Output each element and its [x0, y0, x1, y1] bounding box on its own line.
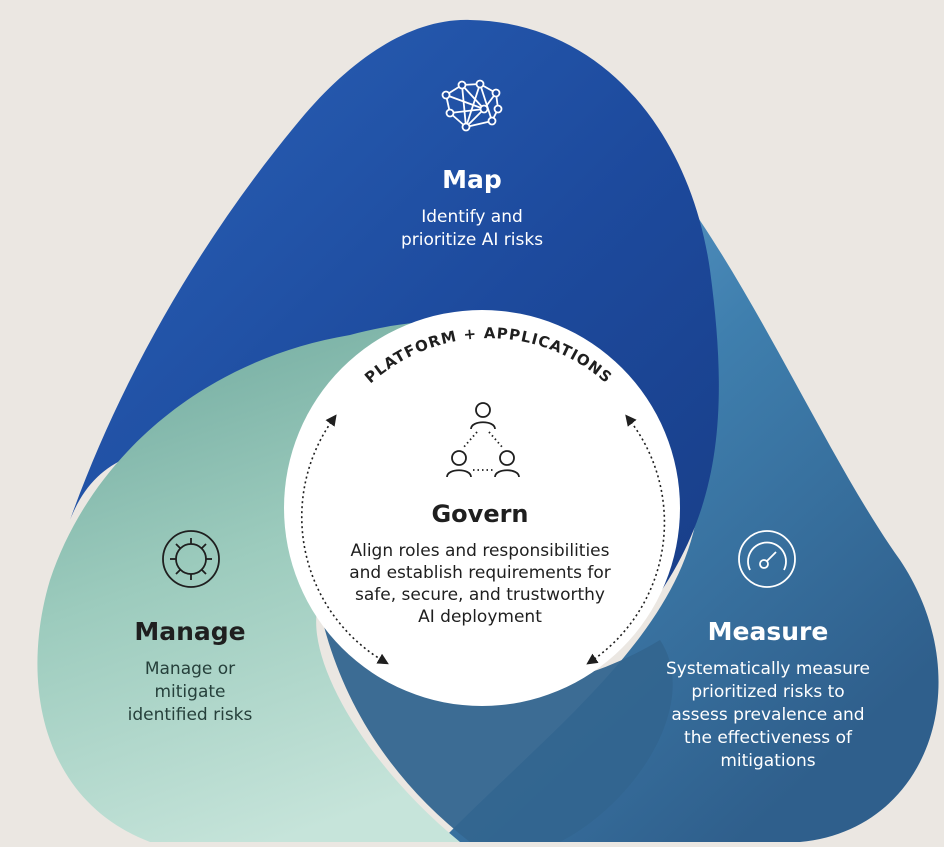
govern-description: Align roles and responsibilities and est…: [330, 540, 630, 628]
govern-description-line: safe, secure, and trustworthy: [355, 585, 605, 605]
map-description: Identify and prioritize AI risks: [372, 206, 572, 252]
govern-description-line: AI deployment: [418, 607, 542, 627]
measure-region: [440, 75, 939, 842]
virus-shield-icon: [162, 530, 220, 588]
govern-description-line: Align roles and responsibilities: [350, 541, 610, 561]
manage-description-line: identified risks: [127, 705, 253, 725]
map-description-line: Identify and: [421, 207, 523, 227]
map-title: Map: [442, 165, 502, 194]
govern-description-line: and establish requirements for: [349, 563, 611, 583]
people-network-icon: [446, 402, 520, 478]
govern-title: Govern: [431, 500, 529, 528]
measure-description: Systematically measure prioritized risks…: [648, 658, 888, 773]
measure-description-line: assess prevalence and: [671, 705, 865, 725]
measure-description-line: mitigations: [720, 751, 816, 771]
measure-sweep: [320, 610, 673, 842]
measure-description-line: prioritized risks to: [691, 682, 845, 702]
left-cycle-arrow: [300, 414, 389, 665]
svg-text:PLATFORM + APPLICATIONS: PLATFORM + APPLICATIONS: [361, 324, 616, 387]
manage-description-line: Manage or: [144, 659, 236, 679]
manage-description-line: mitigate: [154, 682, 226, 702]
map-description-line: prioritize AI risks: [400, 230, 544, 250]
network-graph-icon: [441, 79, 503, 132]
measure-title: Measure: [707, 617, 829, 646]
gauge-icon: [738, 530, 796, 588]
measure-description-line: the effectiveness of: [684, 728, 852, 748]
manage-description: Manage or mitigate identified risks: [100, 658, 280, 727]
measure-description-line: Systematically measure: [665, 659, 871, 679]
platform-applications-label: PLATFORM + APPLICATIONS: [361, 324, 615, 387]
manage-title: Manage: [134, 617, 246, 646]
